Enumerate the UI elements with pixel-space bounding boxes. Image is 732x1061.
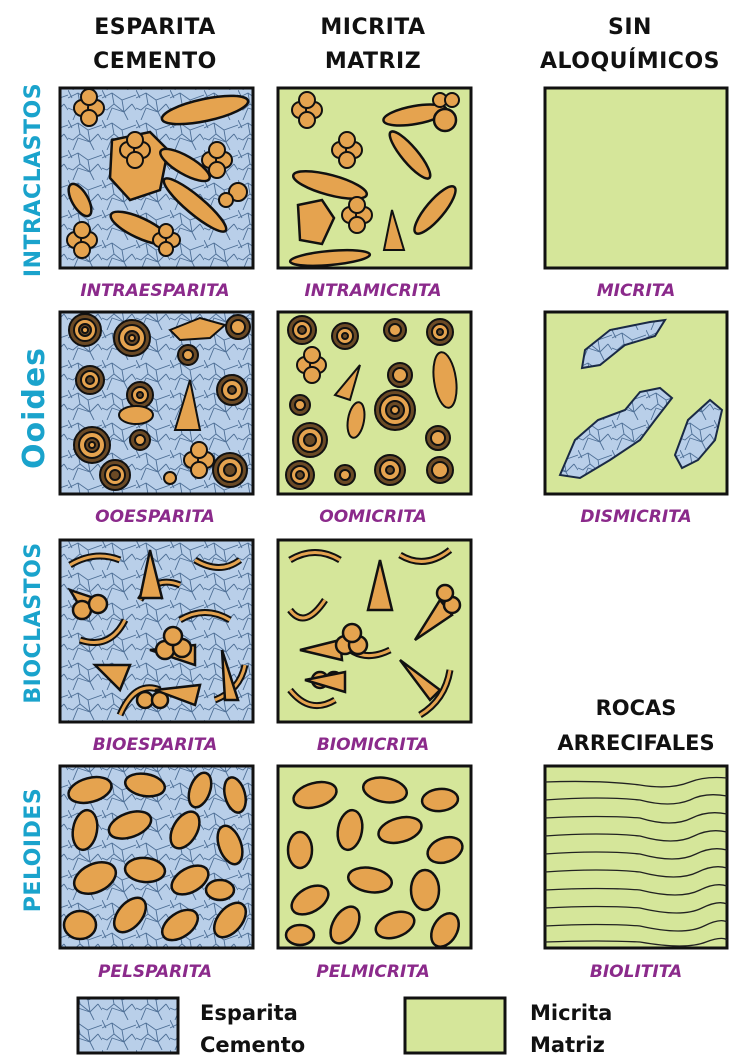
legend-micrite-line1: Micrita [530, 1001, 612, 1025]
panel-pelmicrita [278, 766, 471, 952]
header-sparite-line2: CEMENTO [93, 49, 217, 74]
panel-intramicrita [278, 88, 471, 268]
caption-pelmicrita: PELMICRITA [316, 962, 429, 982]
caption-biomicrita: BIOMICRITA [317, 735, 429, 755]
caption-biolitita: BIOLITITA [590, 962, 682, 982]
legend-micrite-line2: Matriz [530, 1033, 605, 1057]
panel-dismicrita [545, 312, 727, 494]
header-noallochem-line1: SIN [608, 15, 652, 40]
panel-biolitita [545, 766, 727, 948]
row-label-bioclastos: BIOCLASTOS [21, 542, 46, 703]
header-micrite-line2: MATRIZ [325, 49, 421, 74]
caption-dismicrita: DISMICRITA [580, 507, 691, 527]
reef-heading-line1: ROCAS [596, 696, 677, 720]
caption-pelsparita: PELSPARITA [98, 962, 212, 982]
caption-bioesparita: BIOESPARITA [93, 735, 218, 755]
column-headers: ESPARITA CEMENTO MICRITA MATRIZ SIN ALOQ… [93, 15, 720, 74]
header-sparite-line1: ESPARITA [94, 15, 215, 40]
legend-sparite-line2: Cemento [200, 1033, 305, 1057]
row-label-ooides: Ooides [17, 347, 52, 469]
caption-micrita: MICRITA [597, 281, 676, 301]
panel-bioesparita [60, 540, 253, 722]
row-label-peloides: PELOIDES [21, 788, 46, 912]
caption-intramicrita: INTRAMICRITA [305, 281, 442, 301]
panel-biomicrita [278, 540, 471, 722]
header-noallochem-line2: ALOQUÍMICOS [540, 48, 720, 74]
legend: Esparita Cemento Micrita Matriz [78, 998, 612, 1057]
header-micrite-line1: MICRITA [320, 15, 425, 40]
reef-heading-line2: ARRECIFALES [557, 731, 714, 755]
legend-sparite-swatch [78, 998, 178, 1053]
legend-micrite-swatch [405, 998, 505, 1053]
panel-oomicrita [278, 312, 471, 494]
row-label-intraclastos: INTRACLASTOS [21, 83, 46, 277]
row-labels: INTRACLASTOS Ooides BIOCLASTOS PELOIDES [17, 83, 52, 912]
caption-oomicrita: OOMICRITA [319, 507, 426, 527]
panel-ooesparita [60, 312, 253, 494]
panel-intraesparita [60, 88, 253, 268]
panel-pelsparita [60, 766, 253, 948]
caption-ooesparita: OOESPARITA [95, 507, 215, 527]
legend-sparite-line1: Esparita [200, 1001, 298, 1025]
caption-intraesparita: INTRAESPARITA [80, 281, 229, 301]
panel-micrita [545, 88, 727, 268]
